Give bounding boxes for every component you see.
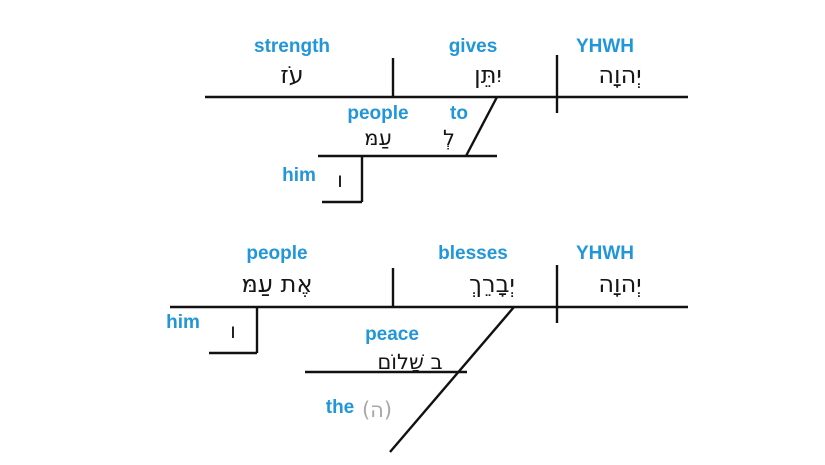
- clause1-verb-gloss: gives: [448, 36, 498, 57]
- clause1-modifier-him-hebrew: ו: [337, 168, 343, 192]
- clause2-subject-gloss: YHWH: [575, 243, 635, 264]
- clause1-subject-hebrew: יְהוָה: [598, 61, 642, 89]
- clause1-object-hebrew: עֹז: [280, 61, 304, 89]
- clause1-object-gloss: strength: [254, 36, 330, 57]
- clause2-verb-gloss: blesses: [438, 243, 508, 264]
- clause2-modifier-him-gloss: him: [166, 312, 200, 333]
- clause1-subject-gloss: YHWH: [575, 36, 635, 57]
- clause1-modifier-to-gloss: to: [450, 103, 468, 124]
- clause2-modifier-peace-hebrew: בַ שָׁלוֹם: [377, 350, 443, 374]
- clause2-object-hebrew: אֶת עַמּ: [241, 270, 313, 298]
- clause2-subject-hebrew: יְהוָה: [598, 270, 642, 298]
- clause2-modifier-peace-gloss: peace: [365, 324, 419, 345]
- clause1-modifier-to-hebrew: לְ: [443, 126, 455, 150]
- clause1-verb-hebrew: יִתֵּן: [474, 61, 502, 89]
- clause2-object-gloss: people: [246, 243, 308, 264]
- clause1-modifier-people-hebrew: עַמּ: [364, 126, 392, 150]
- clause2-modifier-him-hebrew: ו: [230, 319, 236, 343]
- clause2-modifier-the-gloss: the: [325, 397, 355, 418]
- clause1-modifier-people-gloss: people: [347, 103, 409, 124]
- clause1-prep-diagonal: [464, 96, 499, 157]
- clause1-modifier-him-gloss: him: [282, 165, 316, 186]
- clause2-verb-hebrew: יְבָרֵךְ: [469, 270, 515, 298]
- clause2-modifier-the-hebrew: (ה): [361, 398, 393, 422]
